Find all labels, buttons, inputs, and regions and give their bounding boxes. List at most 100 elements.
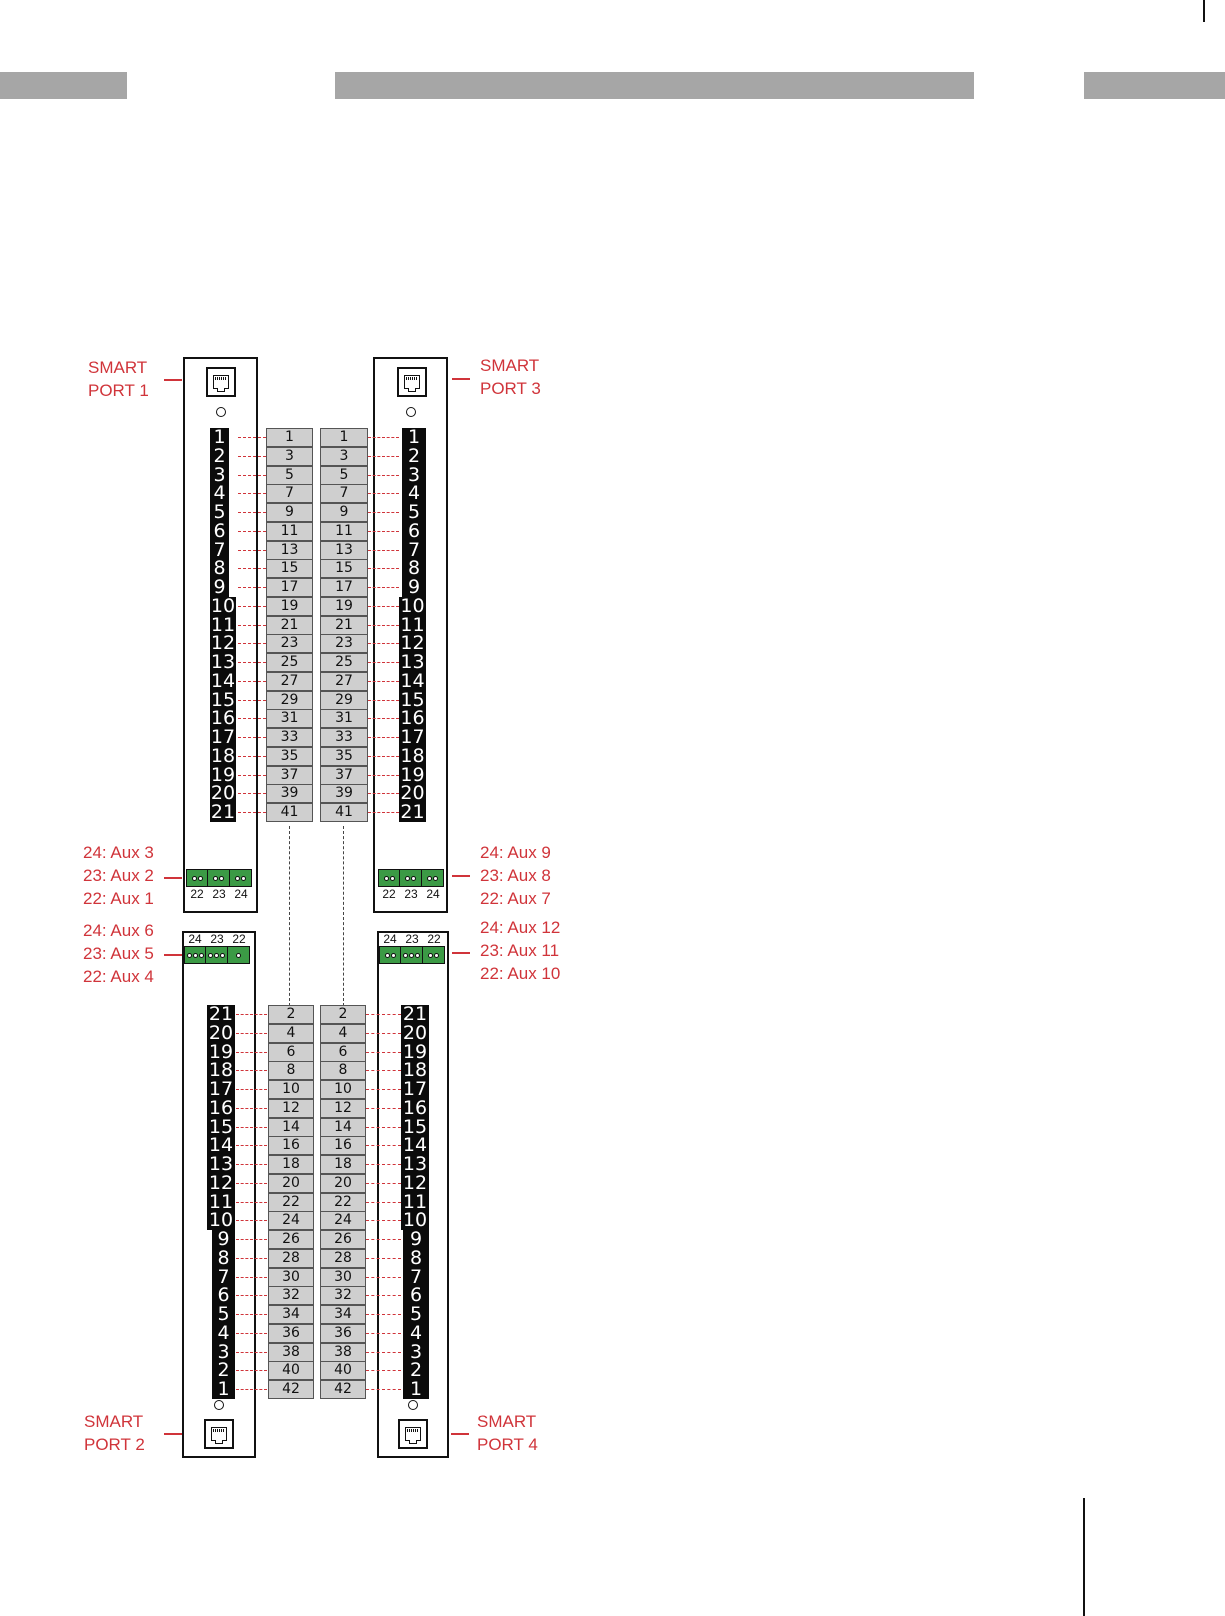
wire-cell: 4	[320, 1023, 366, 1043]
wire-link	[366, 1051, 401, 1053]
wire-cell: 36	[320, 1323, 366, 1343]
wire-link	[366, 1314, 401, 1315]
aux-bottom-right-label-line-1: 24: Aux 12	[480, 918, 561, 937]
terminal-screw	[433, 952, 439, 958]
wire-link	[238, 699, 266, 701]
channel-badge: 10	[210, 594, 236, 617]
terminal-block	[228, 947, 249, 963]
terminal-screw	[426, 875, 432, 881]
rj45-tab	[215, 1440, 223, 1444]
wire-cell: 26	[320, 1230, 366, 1249]
wire-link	[236, 1295, 267, 1297]
rj45-pins	[407, 1429, 419, 1432]
channel-badge: 19	[399, 763, 426, 786]
channel-badge: 9	[210, 578, 229, 597]
terminal-block	[422, 870, 443, 886]
channel-badge: 4	[210, 484, 229, 504]
aux-top-right-label-line-1: 24: Aux 9	[480, 843, 551, 862]
wire-cell: 42	[268, 1380, 314, 1399]
wire-cell: 22	[320, 1192, 366, 1212]
terminal-screw	[383, 875, 389, 881]
channel-badge: 21	[207, 1003, 235, 1025]
wire-cell: 26	[268, 1230, 314, 1249]
bottom-right-terminal-number: 24	[383, 932, 397, 946]
channel-badge: 16	[210, 707, 236, 730]
wire-link	[238, 512, 266, 513]
channel-badge: 11	[401, 1190, 429, 1213]
wire-cell: 28	[320, 1248, 366, 1268]
wire-link	[366, 1014, 401, 1015]
wire-link	[238, 437, 266, 438]
header-bar-center	[335, 72, 974, 99]
wire-cell: 2	[320, 1005, 366, 1024]
wire-link	[368, 455, 399, 457]
wire-cell: 14	[320, 1117, 366, 1137]
terminal-screw	[409, 952, 415, 958]
channel-badge: 21	[210, 801, 236, 823]
terminal-screw	[235, 952, 241, 958]
wire-link	[366, 1032, 401, 1034]
aux-top-left-label-line-1: 24: Aux 3	[83, 843, 154, 862]
wire-cell: 11	[320, 521, 368, 541]
wire-link	[368, 793, 399, 795]
wire-link	[368, 662, 399, 663]
wire-link	[236, 1257, 267, 1259]
terminal-block	[206, 947, 228, 963]
channel-badge: 9	[402, 578, 426, 597]
channel-badge: 12	[399, 632, 426, 655]
channel-badge: 1	[210, 428, 229, 447]
channel-badge: 15	[399, 688, 426, 711]
channel-badge: 17	[210, 726, 236, 748]
channel-badge: 5	[212, 1305, 235, 1324]
wire-cell: 9	[266, 503, 313, 522]
channel-badge: 13	[401, 1153, 429, 1175]
wire-link	[238, 605, 266, 607]
terminal-screw	[234, 875, 240, 881]
wire-cell: 24	[268, 1211, 314, 1231]
wire-cell: 33	[320, 728, 368, 747]
wire-link	[236, 1164, 267, 1165]
wire-cell: 38	[320, 1342, 366, 1362]
channel-badge: 1	[402, 428, 426, 447]
smart-port-4-leader	[451, 1433, 469, 1435]
aux-bottom-left-label-line-3: 22: Aux 4	[83, 967, 154, 986]
smart-port-4-label-line-1: SMART	[477, 1412, 537, 1431]
wire-link	[238, 568, 266, 570]
header-bar-right	[1084, 72, 1225, 99]
channel-badge: 10	[401, 1209, 429, 1232]
wire-link	[236, 1182, 267, 1184]
wire-cell: 23	[266, 634, 313, 654]
smart-port-2-jack-icon	[204, 1419, 234, 1449]
wire-cell: 34	[268, 1305, 314, 1324]
channel-badge: 2	[402, 446, 426, 466]
channel-badge: 15	[207, 1115, 235, 1138]
wire-link	[238, 643, 266, 645]
smart-port-3-label-line-1: SMART	[480, 356, 540, 375]
wire-link	[366, 1370, 401, 1372]
channel-badge: 15	[210, 688, 236, 711]
aux-bottom-right-leader	[452, 952, 470, 954]
wire-cell: 15	[266, 559, 313, 579]
channel-badge: 21	[399, 801, 426, 823]
status-led-top-left	[216, 407, 226, 417]
channel-badge: 4	[212, 1323, 235, 1343]
terminal-block	[423, 947, 444, 963]
wire-cell: 10	[320, 1080, 366, 1099]
terminal-screw	[415, 952, 421, 958]
channel-badge: 14	[210, 669, 236, 692]
aux-top-right-label-line-2: 23: Aux 8	[480, 866, 551, 885]
wire-link	[368, 474, 399, 476]
wire-cell: 37	[266, 765, 313, 785]
channel-badge: 21	[401, 1003, 429, 1025]
channel-badge: 18	[207, 1059, 235, 1082]
wire-cell: 2	[268, 1005, 314, 1024]
smart-port-3-jack-icon	[397, 367, 427, 397]
status-led-top-right	[406, 407, 416, 417]
wire-bundle-link-left	[289, 826, 290, 1006]
terminal-block	[230, 870, 251, 886]
terminal-screw	[198, 952, 204, 958]
bottom-left-terminal-number: 24	[188, 932, 202, 946]
wire-cell: 22	[268, 1192, 314, 1212]
terminal-block	[380, 947, 402, 963]
wire-cell: 18	[268, 1155, 314, 1174]
